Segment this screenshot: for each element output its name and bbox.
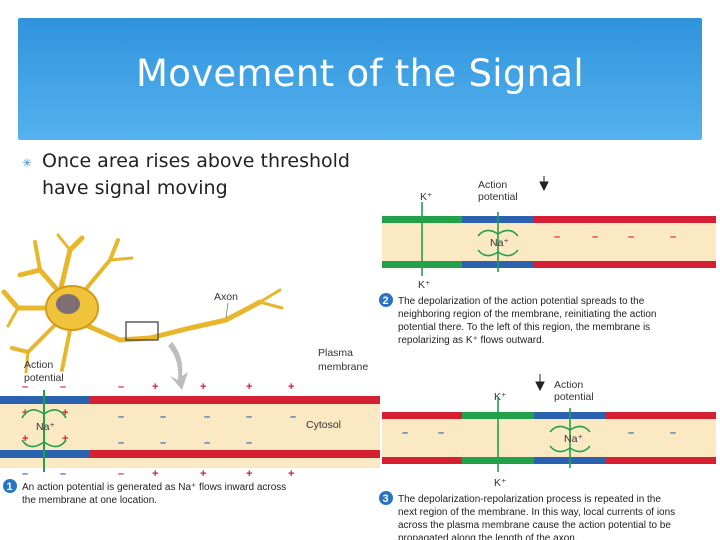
- svg-text:–: –: [670, 427, 676, 439]
- svg-text:+: +: [200, 381, 206, 393]
- svg-text:–: –: [204, 437, 210, 449]
- axon-membrane-segment-1: –– –++++ ––––– –––– ++++ –– –++++ Na⁺ Cy…: [0, 381, 380, 480]
- down-arrow-icon-2: [535, 374, 545, 392]
- svg-text:+: +: [152, 468, 158, 480]
- svg-text:Na⁺: Na⁺: [490, 237, 509, 249]
- svg-text:K⁺: K⁺: [494, 391, 507, 403]
- bullet-point: ✳ Once area rises above threshold have s…: [22, 148, 372, 202]
- axon-membrane-segment-3: Na⁺ – – – –: [382, 398, 716, 472]
- svg-text:K⁺: K⁺: [494, 477, 507, 489]
- step-2-caption: The depolarization of the action potenti…: [398, 296, 659, 346]
- title-bar: [18, 18, 702, 140]
- svg-text:–: –: [60, 468, 66, 480]
- svg-text:–: –: [160, 437, 166, 449]
- axon-label: Axon: [214, 291, 238, 303]
- step-1-badge: [3, 479, 17, 493]
- svg-text:+: +: [152, 381, 158, 393]
- svg-text:–: –: [290, 411, 296, 423]
- svg-text:–: –: [246, 437, 252, 449]
- svg-text:–: –: [118, 411, 124, 423]
- svg-text:–: –: [118, 468, 124, 480]
- svg-text:+: +: [246, 381, 252, 393]
- nucleus: [56, 294, 80, 314]
- slide-title: Movement of the Signal: [136, 52, 584, 95]
- svg-text:+: +: [288, 468, 294, 480]
- step-1-caption: An action potential is generated as Na⁺ …: [22, 482, 289, 506]
- svg-text:2: 2: [383, 295, 389, 307]
- zoom-arrow-icon: [168, 342, 188, 390]
- svg-text:Na⁺: Na⁺: [564, 433, 583, 445]
- svg-text:–: –: [628, 427, 634, 439]
- step-3-badge: [379, 491, 393, 505]
- step-3-caption: The depolarization-repolarization proces…: [398, 494, 678, 540]
- svg-text:–: –: [628, 231, 634, 243]
- svg-text:–: –: [438, 427, 444, 439]
- axon-membrane-segment-2: Na⁺ – – – –: [382, 202, 716, 276]
- svg-text:–: –: [60, 381, 66, 393]
- step-2-badge: [379, 293, 393, 307]
- down-arrow-icon: [539, 176, 549, 192]
- bullet-text: Once area rises above threshold have sig…: [42, 150, 350, 199]
- svg-text:–: –: [592, 231, 598, 243]
- svg-text:+: +: [62, 407, 68, 419]
- svg-text:–: –: [246, 411, 252, 423]
- svg-text:+: +: [246, 468, 252, 480]
- neuron-illustration: [1, 233, 284, 374]
- svg-text:+: +: [22, 433, 28, 445]
- axon-leader-line: [225, 302, 229, 319]
- zoom-box: [125, 321, 159, 341]
- svg-text:–: –: [204, 411, 210, 423]
- svg-text:–: –: [554, 231, 560, 243]
- svg-text:–: –: [22, 468, 28, 480]
- na-label-1: Na⁺: [36, 421, 55, 433]
- svg-text:–: –: [670, 231, 676, 243]
- bullet-star-icon: ✳: [22, 156, 33, 170]
- svg-text:K⁺: K⁺: [418, 279, 431, 291]
- svg-text:+: +: [62, 433, 68, 445]
- svg-text:–: –: [118, 437, 124, 449]
- svg-text:–: –: [160, 411, 166, 423]
- cytosol-label: Cytosol: [306, 419, 341, 431]
- svg-text:K⁺: K⁺: [420, 191, 433, 203]
- svg-text:3: 3: [383, 493, 389, 505]
- svg-text:–: –: [22, 381, 28, 393]
- svg-text:+: +: [200, 468, 206, 480]
- svg-text:+: +: [288, 381, 294, 393]
- svg-text:–: –: [402, 427, 408, 439]
- svg-text:–: –: [118, 381, 124, 393]
- svg-text:1: 1: [7, 481, 13, 493]
